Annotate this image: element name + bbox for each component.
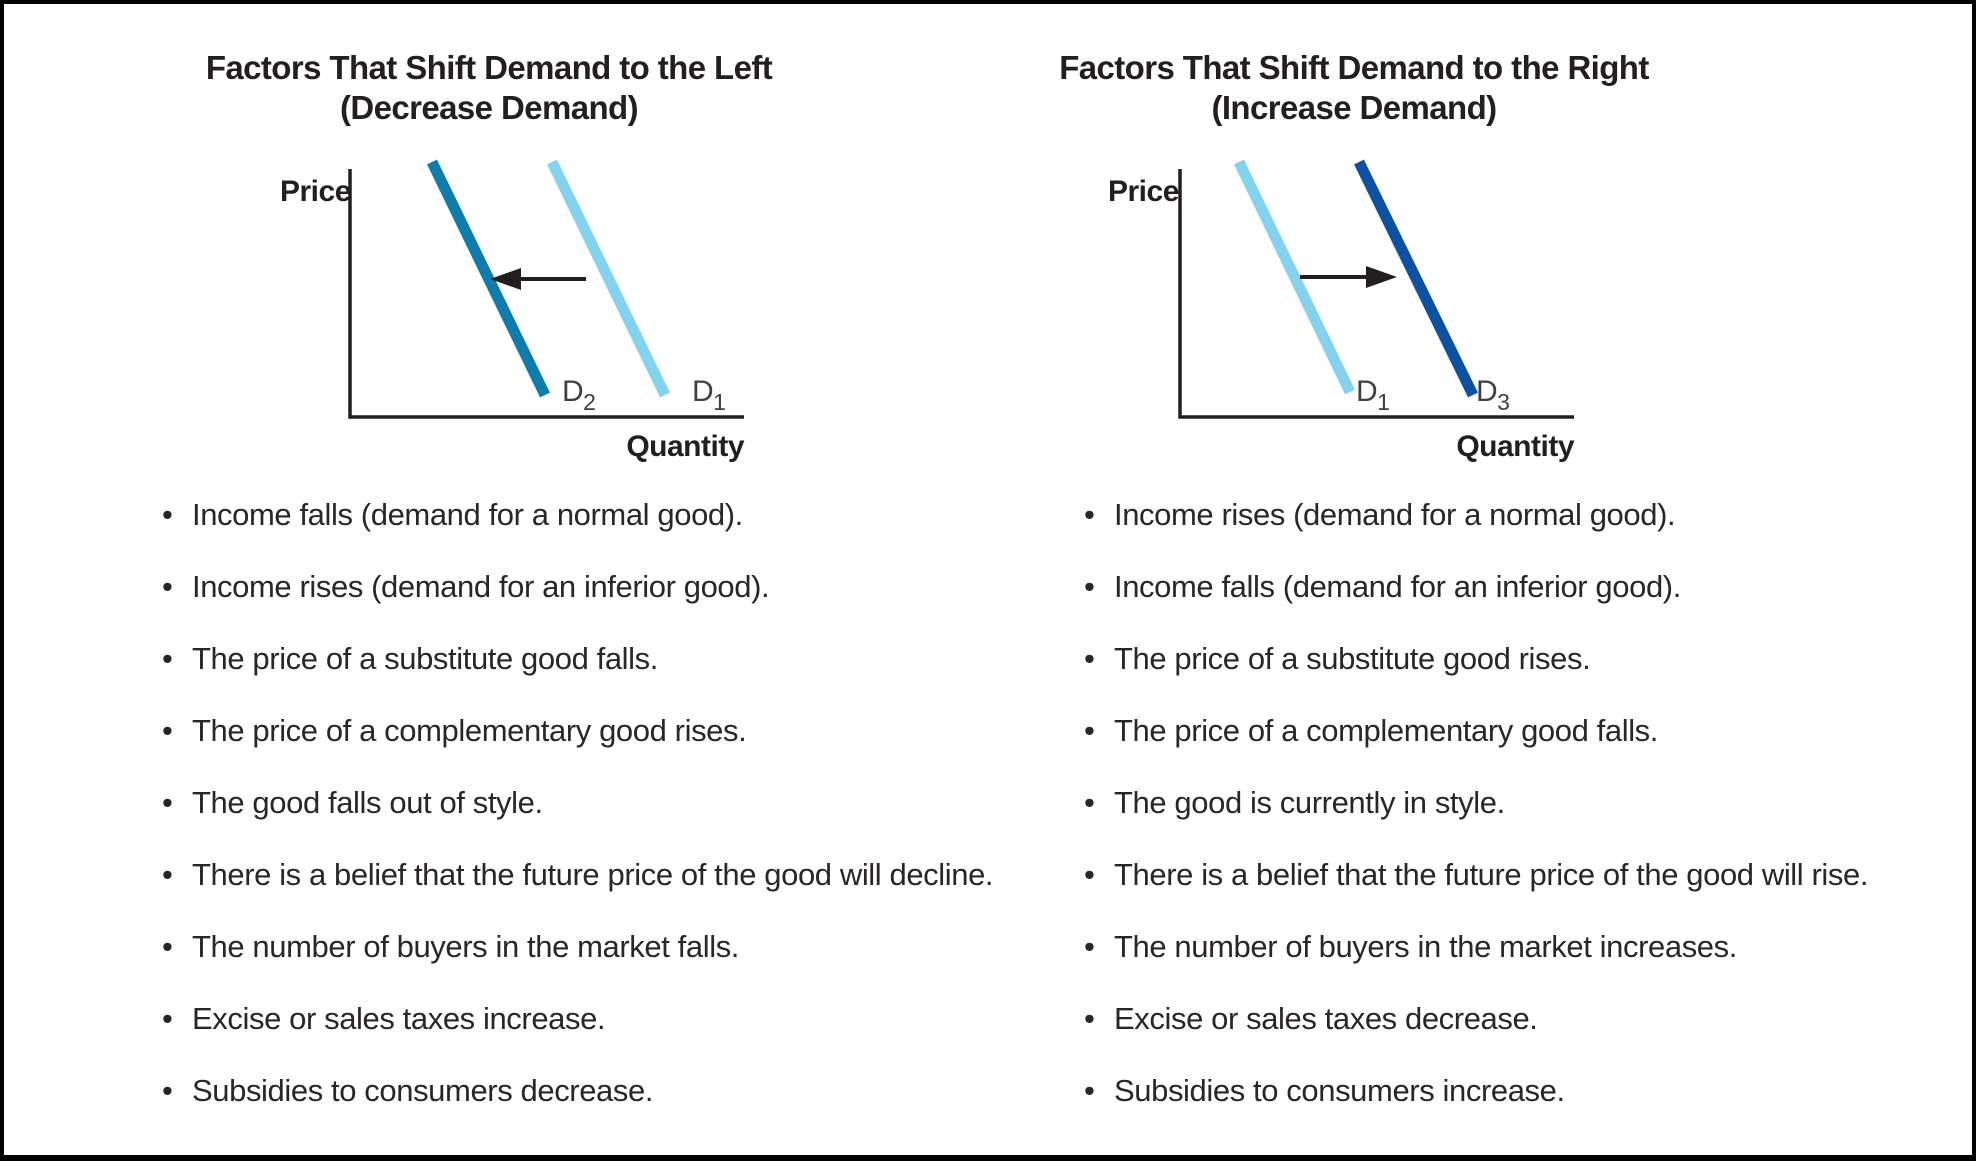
factor-item: Subsidies to consumers increase. <box>1084 1072 1954 1109</box>
factor-item: Income rises (demand for a normal good). <box>1084 496 1954 533</box>
factor-item: There is a belief that the future price … <box>162 856 1012 893</box>
factor-item: The number of buyers in the market falls… <box>162 928 1012 965</box>
price-axis-label: Price <box>280 175 351 208</box>
factor-item: Excise or sales taxes decrease. <box>1084 1000 1954 1037</box>
price-axis-label: Price <box>1108 175 1179 208</box>
demand-curve-d3 <box>1354 159 1478 398</box>
chart-axes <box>1178 169 1574 419</box>
chart-axes <box>348 169 744 419</box>
left-panel-title-line2: (Decrease Demand) <box>340 89 639 126</box>
factor-item: Excise or sales taxes increase. <box>162 1000 1012 1037</box>
left-demand-chart: Price D2 D1 Quantity <box>280 159 745 463</box>
quantity-axis-label: Quantity <box>626 430 744 463</box>
factor-item: The good is currently in style. <box>1084 784 1954 821</box>
factor-item: The price of a substitute good rises. <box>1084 640 1954 677</box>
factor-item: Income falls (demand for an inferior goo… <box>1084 568 1954 605</box>
right-panel-title-line1: Factors That Shift Demand to the Right <box>1059 49 1649 86</box>
right-panel-title: Factors That Shift Demand to the Right (… <box>1049 48 1659 128</box>
factor-item: The price of a substitute good falls. <box>162 640 1012 677</box>
factor-item: There is a belief that the future price … <box>1084 856 1954 893</box>
right-panel-title-line2: (Increase Demand) <box>1211 89 1497 126</box>
decrease-demand-factors-list: Income falls (demand for a normal good).… <box>162 496 1012 1144</box>
factor-item: Subsidies to consumers decrease. <box>162 1072 1012 1109</box>
demand-curve-d2 <box>427 159 550 398</box>
curve-label-d2: D2 <box>562 375 595 415</box>
shift-right-arrow-icon <box>1300 266 1397 288</box>
curve-label-d1: D1 <box>692 375 725 415</box>
factor-item: Income rises (demand for an inferior goo… <box>162 568 1012 605</box>
curve-label-d3: D3 <box>1476 375 1509 415</box>
increase-demand-factors-list: Income rises (demand for a normal good).… <box>1084 496 1954 1144</box>
left-panel-title-line1: Factors That Shift Demand to the Left <box>205 49 773 86</box>
factor-item: The good falls out of style. <box>162 784 1012 821</box>
factor-item: Income falls (demand for a normal good). <box>162 496 1012 533</box>
factor-item: The number of buyers in the market incre… <box>1084 928 1954 965</box>
factor-item: The price of a complementary good falls. <box>1084 712 1954 749</box>
left-panel-title: Factors That Shift Demand to the Left (D… <box>144 48 834 128</box>
quantity-axis-label: Quantity <box>1456 430 1574 463</box>
demand-curve-d1 <box>547 159 670 398</box>
curve-label-d1: D1 <box>1356 375 1389 415</box>
demand-curve-d1 <box>1234 159 1355 395</box>
right-demand-chart: Price D1 D3 Quantity <box>1108 159 1575 463</box>
factor-item: The price of a complementary good rises. <box>162 712 1012 749</box>
shift-left-arrow-icon <box>490 268 586 290</box>
